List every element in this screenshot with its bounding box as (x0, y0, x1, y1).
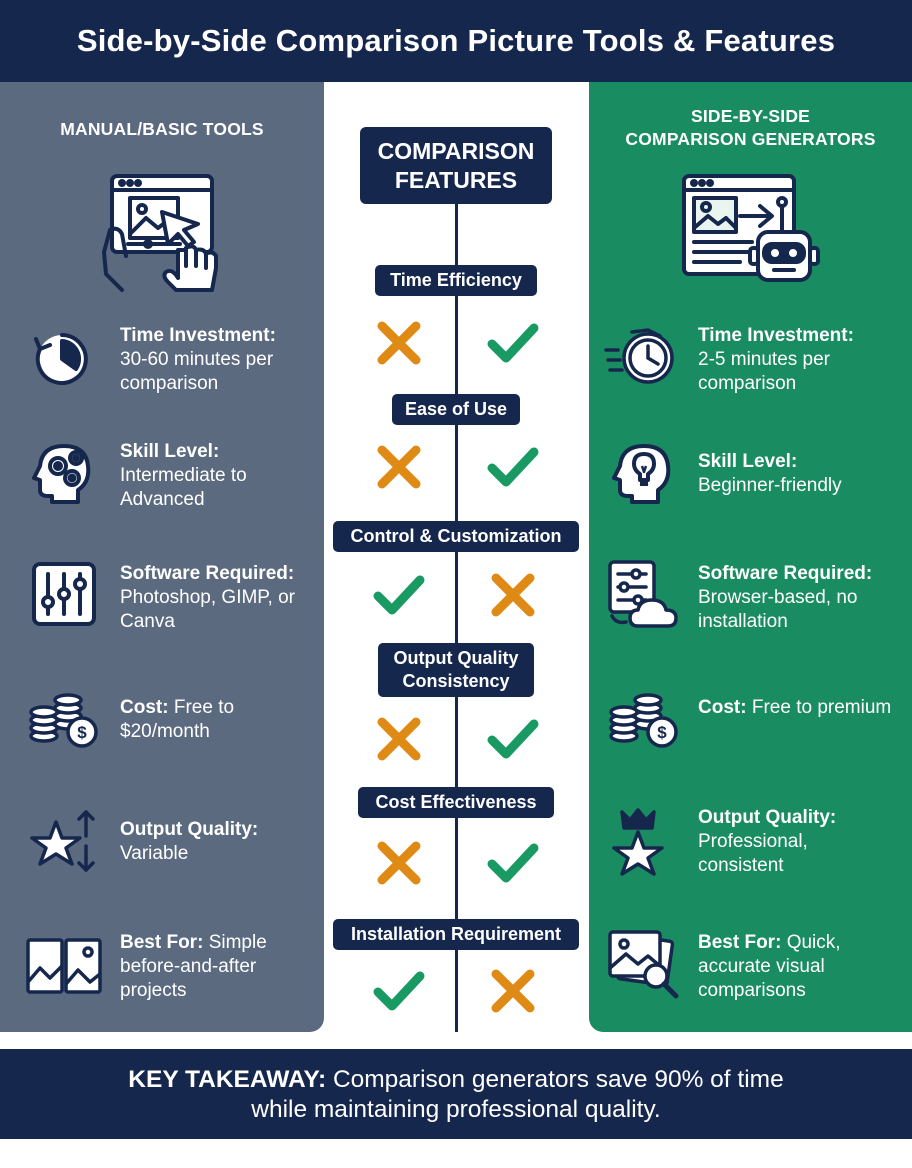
feature-value: Browser-based, no installation (698, 587, 858, 632)
feature-label: Best For: (698, 932, 782, 953)
fast-clock-icon (604, 326, 676, 393)
feature-value: Quick, accurate visual comparisons (698, 932, 841, 1001)
cross-icon (372, 316, 426, 370)
feature-label: Output Quality: (120, 819, 259, 840)
feature-label: Best For: (120, 932, 204, 953)
feature-value: Photoshop, GIMP, or Canva (120, 587, 295, 632)
criterion-time-efficiency: Time Efficiency (375, 265, 537, 296)
check-icon (372, 568, 426, 622)
takeaway-line2: while maintaining professional quality. (251, 1096, 661, 1123)
cross-icon (372, 440, 426, 494)
cloud-settings-icon (608, 560, 684, 635)
takeaway-line1: Comparison generators save 90% of time (332, 1066, 784, 1093)
feature-label: Cost: (698, 697, 747, 718)
feature-value: Free to premium (751, 697, 892, 718)
check-icon (372, 964, 426, 1018)
star-arrows-icon (30, 806, 100, 881)
feature-label: Time Investment: (120, 325, 276, 346)
svg-text:$: $ (77, 723, 87, 742)
feature-value: Intermediate to Advanced (120, 465, 247, 510)
feature-label: Skill Level: (120, 441, 220, 462)
cross-icon (486, 568, 540, 622)
feature-value: Professional, consistent (698, 831, 808, 876)
check-icon (486, 316, 540, 370)
head-gears-icon (32, 440, 96, 513)
feature-value: Simple before-and-after projects (120, 932, 267, 1001)
criterion-cost-effectiveness: Cost Effectiveness (358, 787, 554, 818)
check-icon (486, 440, 540, 494)
svg-text:$: $ (657, 723, 667, 742)
coins-icon: $ (28, 688, 102, 755)
head-lightbulb-icon (612, 440, 676, 513)
feature-label: Software Required: (120, 563, 295, 584)
two-images-icon (26, 938, 102, 999)
key-takeaway-banner: KEY TAKEAWAY: Comparison generators save… (0, 1049, 912, 1139)
feature-label: Cost: (120, 697, 169, 718)
hand-touch-image-editor-icon (100, 172, 224, 294)
cross-icon (486, 964, 540, 1018)
sliders-icon (32, 562, 96, 631)
manual-tools-title: MANUAL/BASIC TOOLS (60, 119, 264, 139)
feature-value: Free to $20/month (120, 697, 235, 742)
takeaway-label: KEY TAKEAWAY: (128, 1066, 327, 1093)
criterion-ease-of-use: Ease of Use (392, 394, 520, 425)
check-icon (486, 712, 540, 766)
clock-icon (30, 325, 94, 394)
feature-label: Skill Level: (698, 451, 798, 472)
feature-label: Software Required: (698, 563, 873, 584)
cross-icon (372, 712, 426, 766)
feature-value: 30-60 minutes per comparison (120, 349, 274, 394)
generators-title: SIDE-BY-SIDE COMPARISON GENERATORS (625, 106, 876, 149)
crown-star-icon (608, 806, 668, 883)
criterion-installation: Installation Requirement (333, 919, 579, 950)
feature-value: Beginner-friendly (698, 475, 842, 496)
check-icon (486, 836, 540, 890)
cross-icon (372, 836, 426, 890)
feature-label: Time Investment: (698, 325, 854, 346)
robot-browser-icon (680, 172, 822, 292)
center-divider (455, 204, 458, 1032)
criterion-control-customization: Control & Customization (333, 521, 579, 552)
coins-icon: $ (608, 688, 682, 755)
page-title: Side-by-Side Comparison Picture Tools & … (0, 0, 912, 82)
feature-label: Output Quality: (698, 807, 837, 828)
images-magnifier-icon (606, 928, 682, 1007)
criterion-output-quality: Output Quality Consistency (378, 643, 534, 697)
feature-value: Variable (120, 843, 189, 864)
feature-value: 2-5 minutes per comparison (698, 349, 831, 394)
